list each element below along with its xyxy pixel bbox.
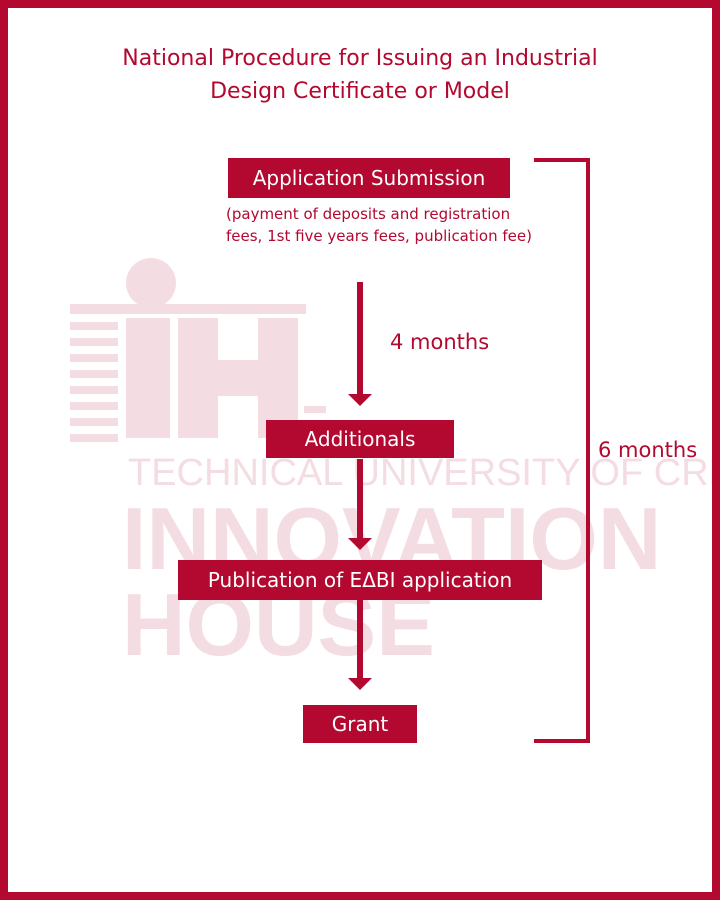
arrow-head-2 bbox=[348, 538, 372, 550]
step-application-submission: Application Submission bbox=[228, 158, 510, 198]
watermark-emblem bbox=[70, 258, 326, 442]
title-line1: National Procedure for Issuing an Indust… bbox=[122, 46, 598, 71]
duration-bracket bbox=[534, 158, 590, 743]
duration-total: 6 months bbox=[598, 438, 698, 462]
arrow-shaft-3 bbox=[357, 600, 363, 678]
arrow-shaft-2 bbox=[357, 459, 363, 538]
diagram-title: National Procedure for Issuing an Indust… bbox=[8, 42, 712, 108]
watermark-text-line1: TECHNICAL UNIVERSITY OF CRETE bbox=[128, 452, 712, 494]
title-line2: Design Certificate or Model bbox=[210, 79, 510, 104]
arrow-shaft-1 bbox=[357, 282, 363, 394]
arrow-head-1 bbox=[348, 394, 372, 406]
flow-connectors bbox=[348, 158, 590, 743]
diagram-panel: TECHNICAL UNIVERSITY OF CRETE INNOVATION… bbox=[8, 8, 712, 892]
step-application-note: (payment of deposits and registration fe… bbox=[226, 205, 532, 245]
arrow-head-3 bbox=[348, 678, 372, 690]
duration-first-step: 4 months bbox=[390, 330, 490, 354]
step-additionals: Additionals bbox=[266, 420, 454, 458]
step-grant: Grant bbox=[303, 705, 417, 743]
step-publication: Publication of ΕΔΒΙ application bbox=[178, 560, 542, 600]
